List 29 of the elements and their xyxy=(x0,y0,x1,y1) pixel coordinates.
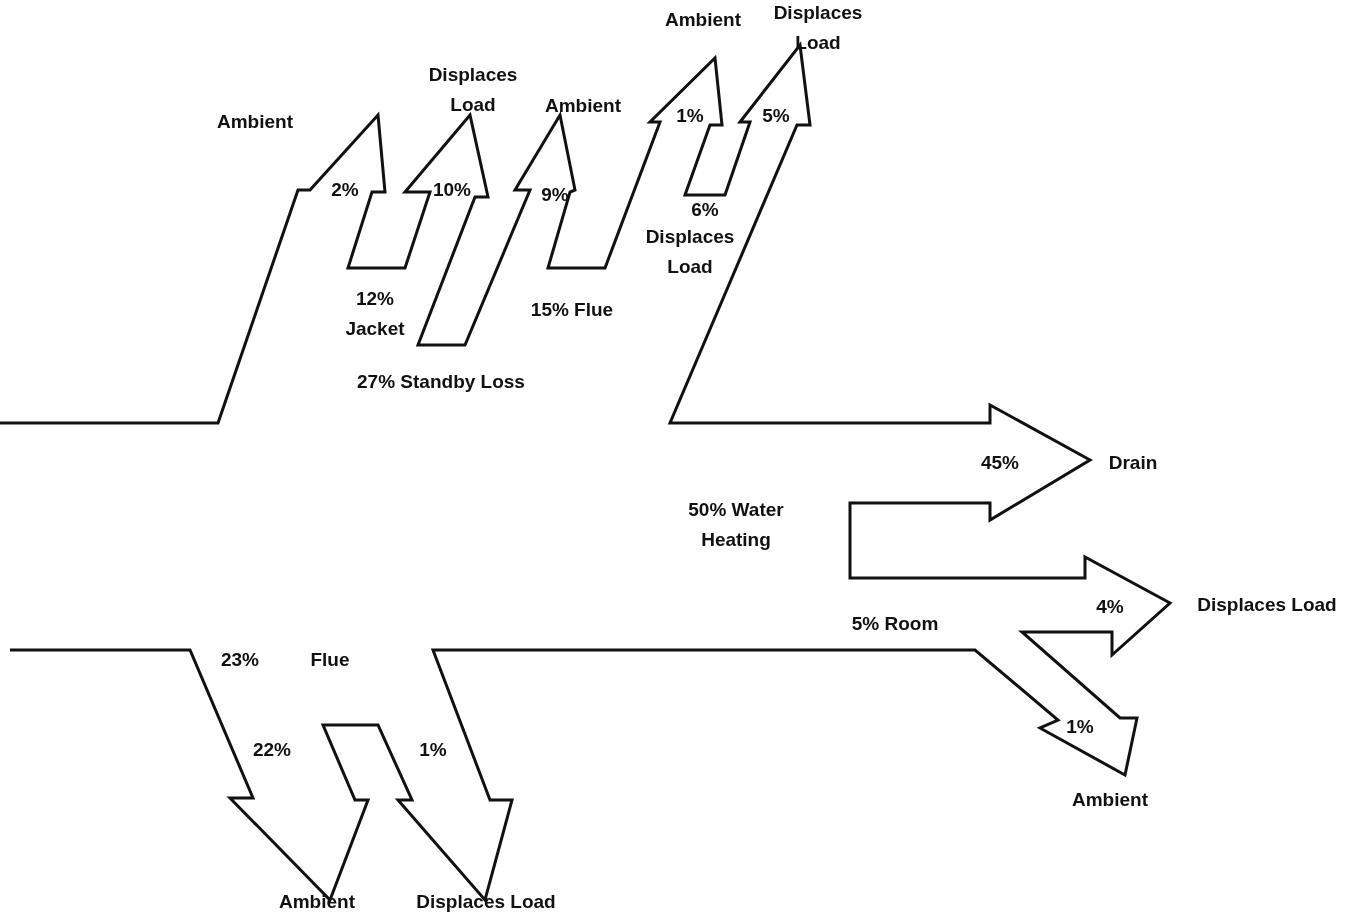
flow-label: Displaces Load xyxy=(427,63,519,117)
percentage-label: 1% xyxy=(419,738,447,762)
percentage-label: 23% xyxy=(221,648,259,672)
flow-label: Displaces Load xyxy=(1197,593,1337,617)
flow-label: Displaces Load xyxy=(416,890,556,914)
percentage-label: 1% xyxy=(676,104,704,128)
flow-label: Ambient xyxy=(279,890,355,914)
flow-label: Ambient xyxy=(217,110,293,134)
percentage-label: 22% xyxy=(253,738,291,762)
percentage-label: 1% xyxy=(1066,715,1094,739)
flow-label: Displaces Load xyxy=(644,225,736,279)
flow-label: 5% Room xyxy=(851,612,939,636)
flow-label: Displaces Load xyxy=(772,1,864,55)
flow-label: Ambient xyxy=(545,94,621,118)
flow-label: 12% Jacket xyxy=(344,287,406,341)
percentage-label: 9% xyxy=(541,183,569,207)
flow-label: Flue xyxy=(310,648,350,672)
flow-label: Ambient xyxy=(665,8,741,32)
percentage-label: 5% xyxy=(762,104,790,128)
flow-label: 50% Water Heating xyxy=(687,498,785,552)
percentage-label: 45% xyxy=(981,451,1019,475)
percentage-label: 10% xyxy=(433,178,471,202)
percentage-label: 4% xyxy=(1096,595,1124,619)
percentage-label: 6% xyxy=(691,198,719,222)
flow-label: 27% Standby Loss xyxy=(357,370,525,394)
flow-label: Ambient xyxy=(1072,788,1148,812)
percentage-label: 2% xyxy=(331,178,359,202)
flow-label: Drain xyxy=(1108,451,1158,475)
flow-label: 15% Flue xyxy=(530,298,614,322)
